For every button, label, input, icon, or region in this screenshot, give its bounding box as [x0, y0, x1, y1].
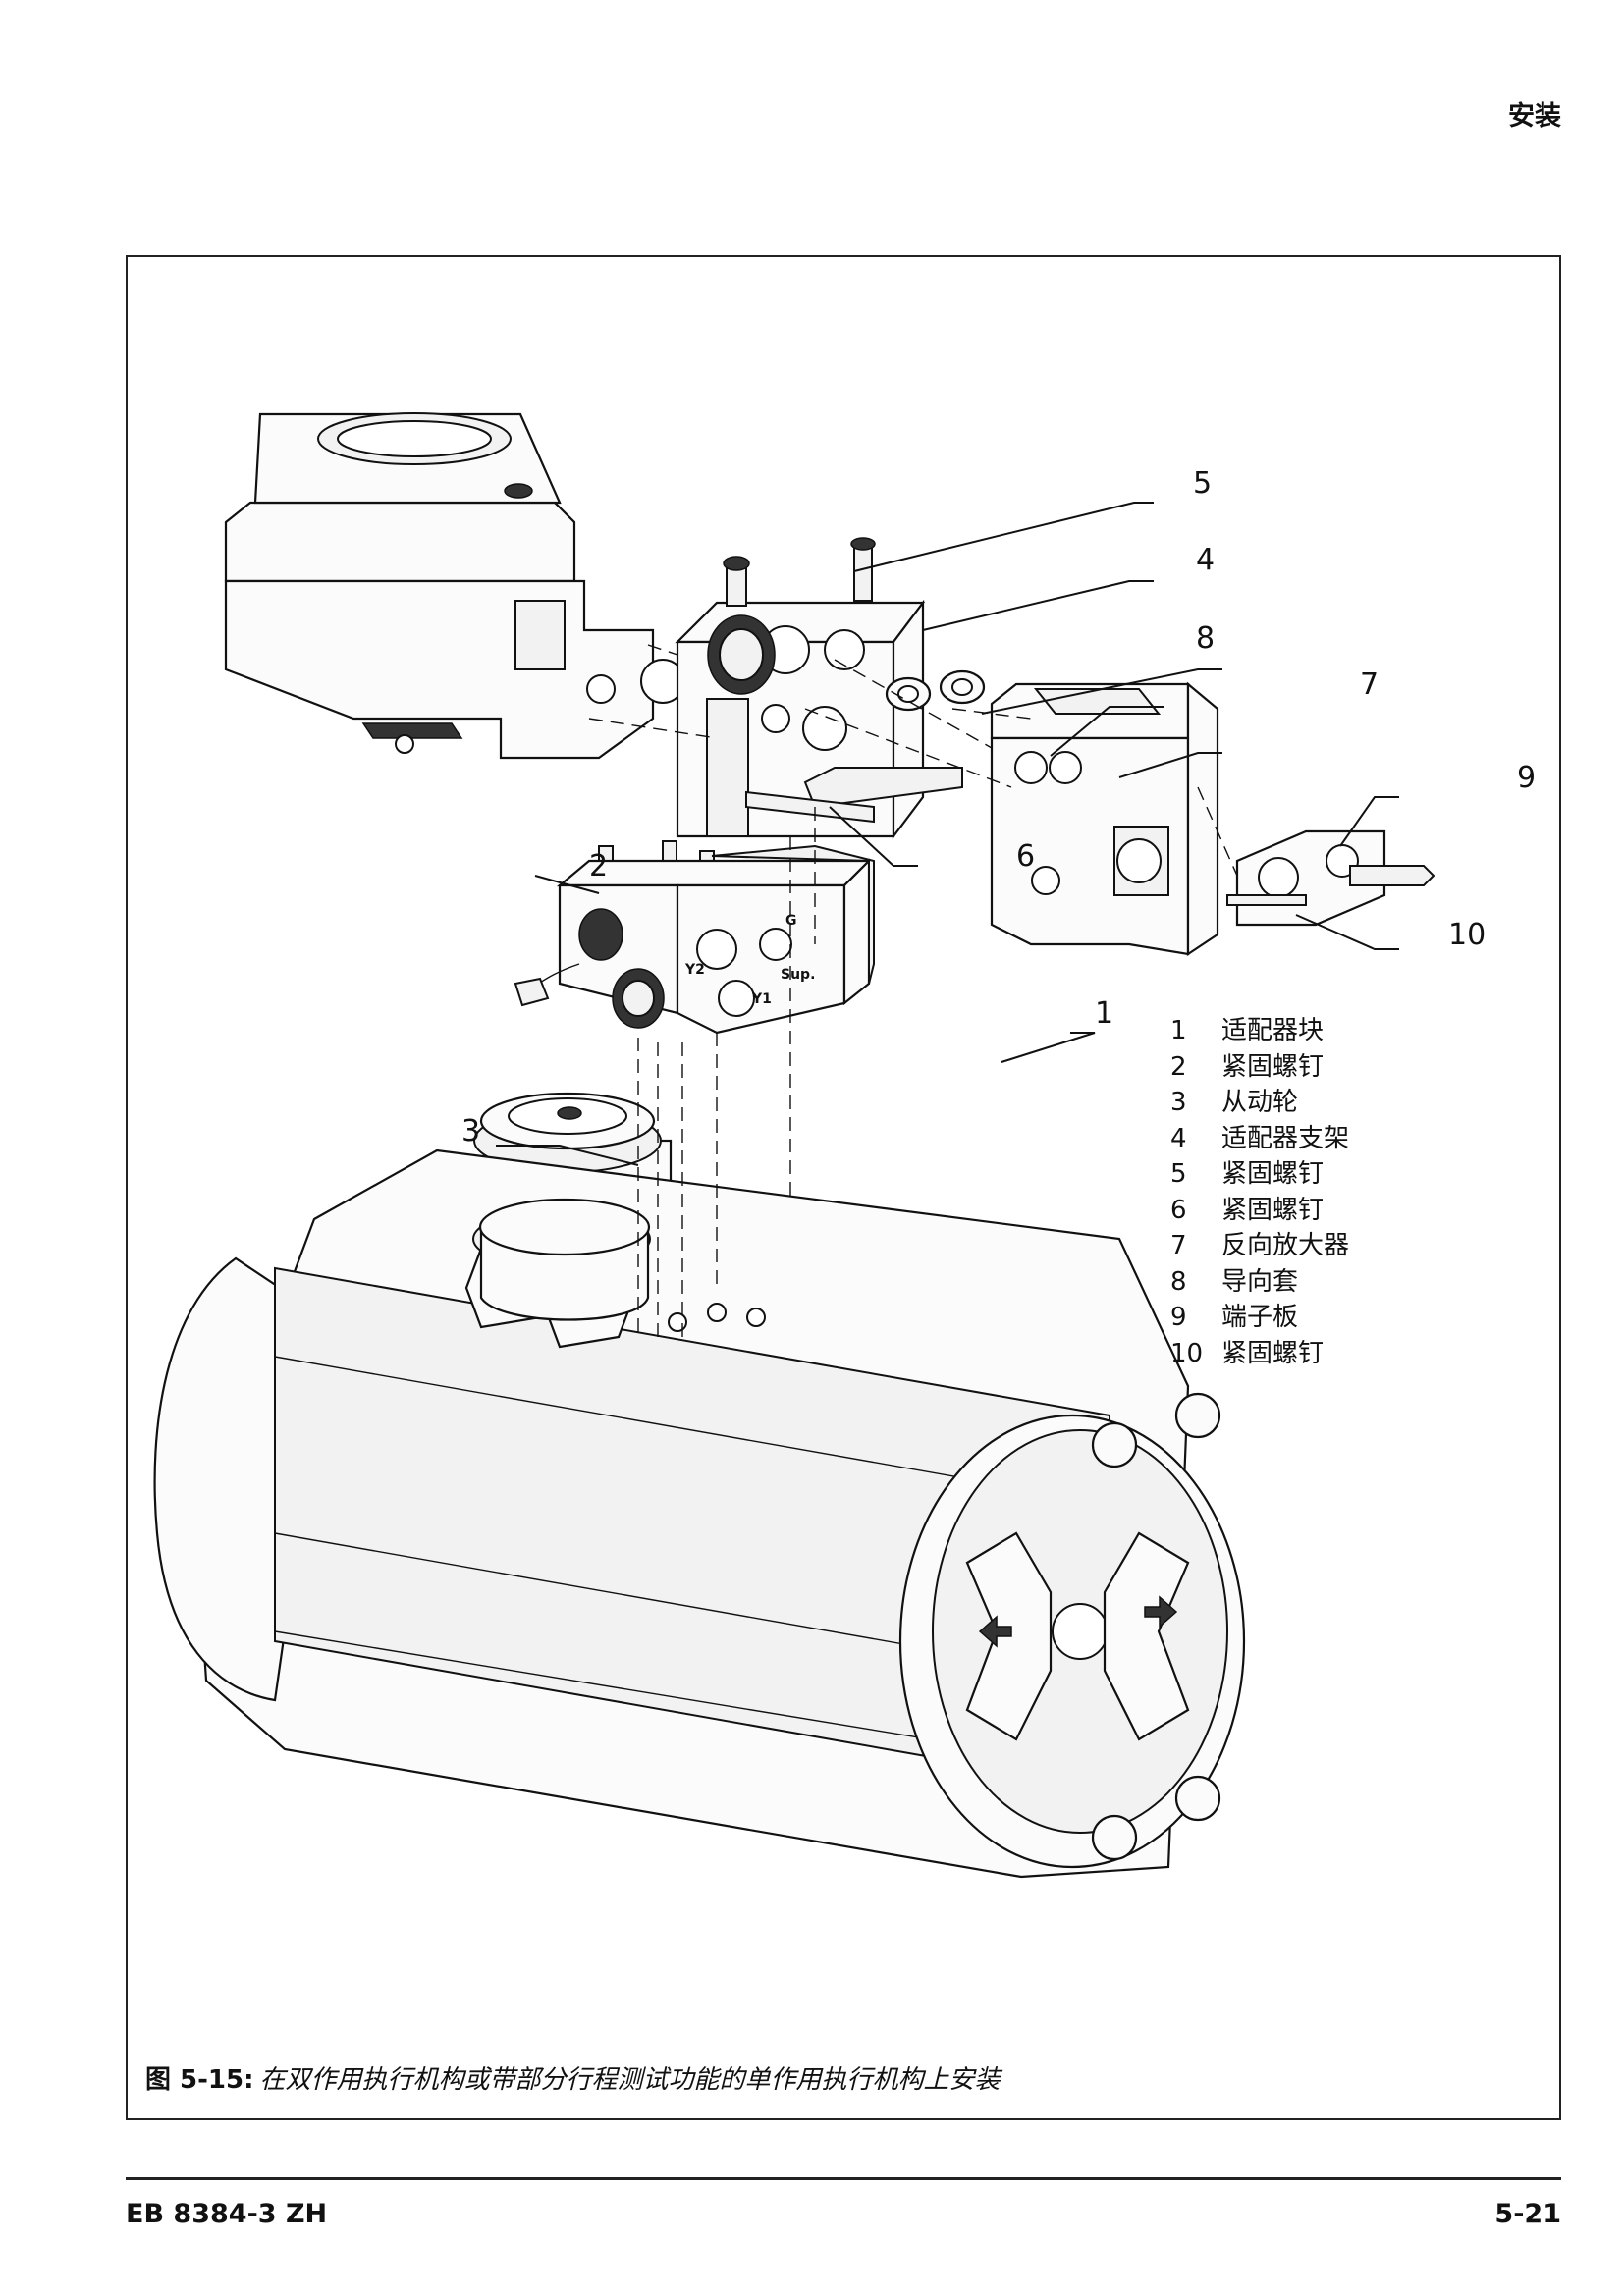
figure-caption: 图 5-15:在双作用执行机构或带部分行程测试功能的单作用执行机构上安装: [145, 2059, 1001, 2096]
guide-bushes: [885, 669, 986, 712]
callout-2: 2: [589, 849, 608, 883]
exploded-assembly-drawing: Y2 Y1 Sup. G: [153, 412, 1536, 1879]
positioner-housing: [224, 412, 685, 760]
terminal-plate: [1226, 829, 1435, 927]
callout-3: 3: [461, 1114, 480, 1148]
callout-7: 7: [1360, 667, 1379, 702]
reversing-amplifier: [990, 681, 1219, 957]
callout-9: 9: [1517, 761, 1536, 795]
section-title: 安装: [1508, 101, 1561, 132]
callout-4: 4: [1196, 543, 1215, 577]
callout-10: 10: [1448, 918, 1486, 952]
rotary-actuator: [153, 1148, 1246, 1879]
callout-6: 6: [1016, 839, 1035, 874]
adapter-block: Y2 Y1 Sup. G: [514, 844, 875, 1035]
caption-label: 图 5-15:: [145, 2065, 254, 2095]
footer-page-number: 5-21: [1494, 2199, 1561, 2229]
callout-1: 1: [1095, 996, 1113, 1031]
port-label-sup: Sup.: [781, 967, 815, 983]
caption-text: 在双作用执行机构或带部分行程测试功能的单作用执行机构上安装: [259, 2065, 1001, 2095]
footer-rule: [126, 2177, 1561, 2180]
figure-frame: Y2 Y1 Sup. G: [126, 255, 1561, 2120]
port-label-y2: Y2: [684, 962, 705, 978]
callout-5: 5: [1193, 466, 1212, 501]
port-label-g: G: [785, 913, 797, 929]
footer-doc-id: EB 8384-3 ZH: [126, 2199, 328, 2229]
port-label-y1: Y1: [751, 991, 772, 1007]
callout-8: 8: [1196, 621, 1215, 656]
